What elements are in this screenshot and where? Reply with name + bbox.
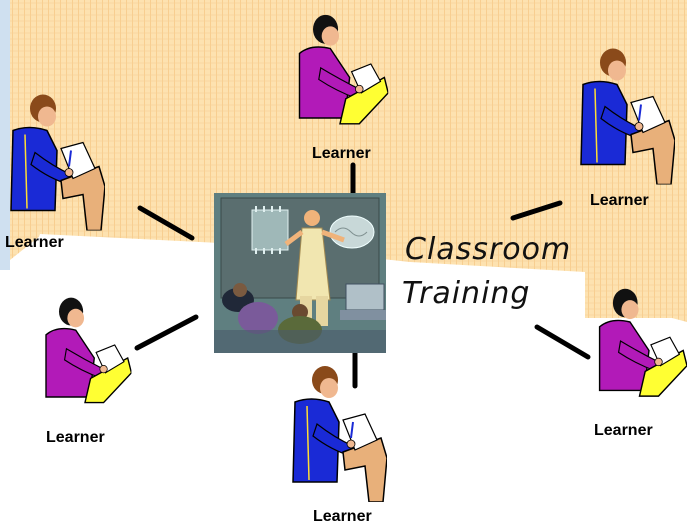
connector-upper-left	[137, 205, 195, 241]
connector-lower-right	[534, 324, 591, 360]
learner-lower-right-figure	[592, 283, 687, 418]
learner-bottom-figure	[287, 362, 387, 502]
title-line-2: Training	[402, 276, 531, 311]
learner-lower-right-label: Learner	[594, 422, 653, 439]
learner-upper-right-figure	[575, 42, 675, 187]
title-line-1: Classroom	[405, 232, 572, 267]
learner-top-label: Learner	[312, 145, 371, 162]
connector-lower-left	[134, 314, 199, 351]
learner-lower-left-label: Learner	[46, 429, 105, 446]
connector-upper-right	[510, 200, 563, 221]
learner-lower-left-figure	[35, 293, 135, 423]
floor-area	[0, 236, 687, 527]
learner-upper-right-label: Learner	[590, 192, 649, 209]
learner-bottom-label: Learner	[313, 508, 372, 525]
learner-top-figure	[290, 10, 390, 145]
patterned-backdrop	[8, 0, 687, 322]
classroom-teacher-image	[214, 193, 386, 353]
learner-upper-left-label: Learner	[5, 234, 64, 251]
learner-upper-left-figure	[5, 88, 105, 233]
left-edge-strip	[0, 0, 10, 270]
